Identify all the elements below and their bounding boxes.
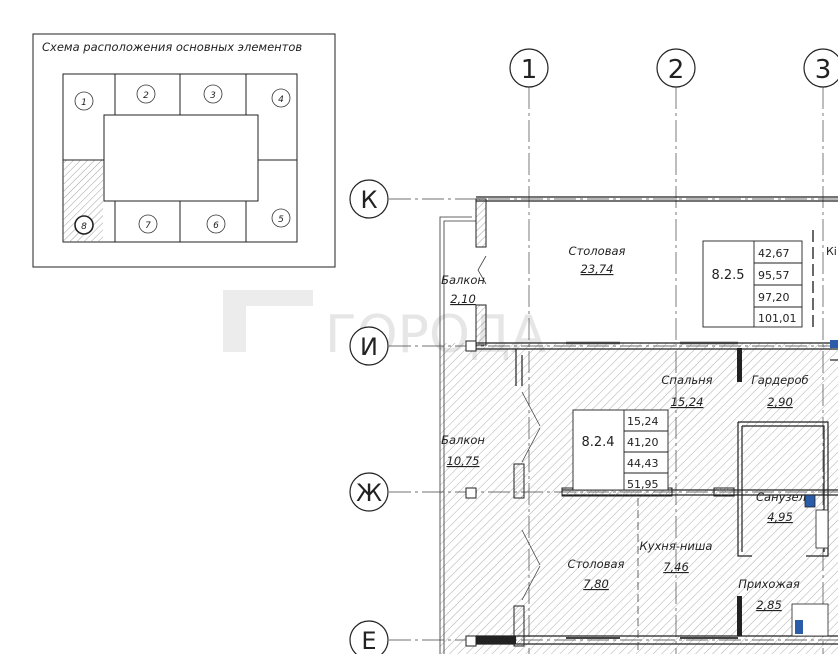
plan-hatched-area	[440, 343, 838, 654]
svg-text:7: 7	[145, 221, 151, 231]
apartment-id: 8.2.5	[711, 268, 744, 283]
axis-1-bubble: 1	[509, 48, 549, 88]
axis-K-bubble: К	[349, 179, 389, 219]
room-area: 23,74	[581, 262, 614, 276]
apartment-area: 42,67	[758, 247, 790, 260]
room-name: Санузел	[756, 490, 807, 504]
room-garderob: Гардероб 2,90	[751, 373, 808, 409]
apartment-8-2-5-table: 8.2.5 42,67 95,57 97,20 101,01	[702, 240, 803, 328]
room-kuhnya-nisha: Кухня-ниша 7,46	[640, 539, 713, 574]
svg-text:Е: Е	[361, 627, 376, 654]
apartment-area: 95,57	[758, 269, 790, 282]
key-plan: Схема расположения основных элементов 1 …	[32, 33, 336, 268]
room-prihozhaya: Прихожая 2,85	[738, 577, 800, 612]
room-area: 7,80	[583, 577, 609, 591]
room-balkon-small: Балкон 2,10	[441, 273, 485, 306]
svg-text:8: 8	[81, 222, 87, 232]
room-area: 10,75	[447, 454, 480, 468]
room-name: Балкон	[441, 433, 485, 447]
room-sanuzel: Санузел 4,95	[756, 490, 807, 524]
apartment-area: 101,01	[758, 312, 797, 325]
room-area: 2,10	[450, 292, 476, 306]
svg-text:2: 2	[143, 91, 149, 101]
room-name: Балкон	[441, 273, 485, 287]
svg-text:1: 1	[81, 98, 87, 108]
apartment-area: 44,43	[627, 457, 659, 470]
room-name: Спальня	[661, 373, 712, 387]
key-plan-section-5: 5	[271, 208, 291, 228]
svg-text:5: 5	[278, 215, 284, 225]
room-name: Столовая	[568, 557, 625, 571]
key-plan-outline	[62, 73, 298, 243]
windows-doors	[477, 230, 814, 654]
room-name: Столовая	[569, 244, 626, 258]
apartment-area: 51,95	[627, 478, 659, 491]
room-balkon-large: Балкон 10,75	[441, 433, 485, 468]
axis-E-bubble: Е	[349, 620, 389, 654]
apartment-area: 41,20	[627, 436, 659, 449]
key-plan-section-8-highlighted: 8	[74, 215, 94, 235]
edge-text: Кі	[826, 245, 837, 258]
room-area: 2,90	[767, 395, 793, 409]
apartment-id: 8.2.4	[581, 435, 614, 450]
svg-text:6: 6	[213, 221, 219, 231]
svg-text:3: 3	[210, 91, 216, 101]
key-plan-section-4: 4	[271, 88, 291, 108]
axis-Zh-bubble: Ж	[349, 472, 389, 512]
svg-text:2: 2	[668, 55, 685, 85]
key-plan-section-2: 2	[136, 84, 156, 104]
room-name: Кухня-ниша	[640, 539, 713, 553]
balcony-outlines	[439, 216, 476, 654]
sanitary-fixtures	[791, 340, 838, 637]
key-plan-section-3: 3	[203, 84, 223, 104]
key-plan-section-7: 7	[138, 214, 158, 234]
key-plan-title: Схема расположения основных элементов	[42, 40, 302, 54]
room-spalnya: Спальня 15,24	[661, 373, 712, 409]
apartment-area: 15,24	[627, 415, 659, 428]
room-area: 15,24	[671, 395, 704, 409]
axis-3-bubble: 3	[803, 48, 838, 88]
structural-columns	[465, 198, 742, 647]
room-stolovaya-lower: Столовая 7,80	[568, 557, 625, 591]
apartment-area: 97,20	[758, 291, 790, 304]
svg-text:1: 1	[521, 55, 538, 85]
svg-text:К: К	[360, 186, 377, 214]
svg-text:Ж: Ж	[356, 479, 382, 507]
room-area: 4,95	[767, 510, 793, 524]
apartment-8-2-4-table: 8.2.4 15,24 41,20 44,43 51,95	[572, 409, 669, 491]
room-stolovaya-upper: Столовая 23,74	[569, 244, 626, 276]
room-area: 2,85	[756, 598, 782, 612]
room-area: 7,46	[663, 560, 689, 574]
svg-text:И: И	[360, 333, 378, 361]
grid-lines	[389, 87, 838, 654]
axis-2-bubble: 2	[656, 48, 696, 88]
svg-text:3: 3	[815, 55, 832, 85]
svg-text:4: 4	[278, 95, 284, 105]
room-name: Прихожая	[738, 577, 800, 591]
room-name: Гардероб	[751, 373, 808, 387]
axis-I-bubble: И	[349, 326, 389, 366]
key-plan-section-6: 6	[206, 214, 226, 234]
key-plan-section-1: 1	[74, 91, 94, 111]
